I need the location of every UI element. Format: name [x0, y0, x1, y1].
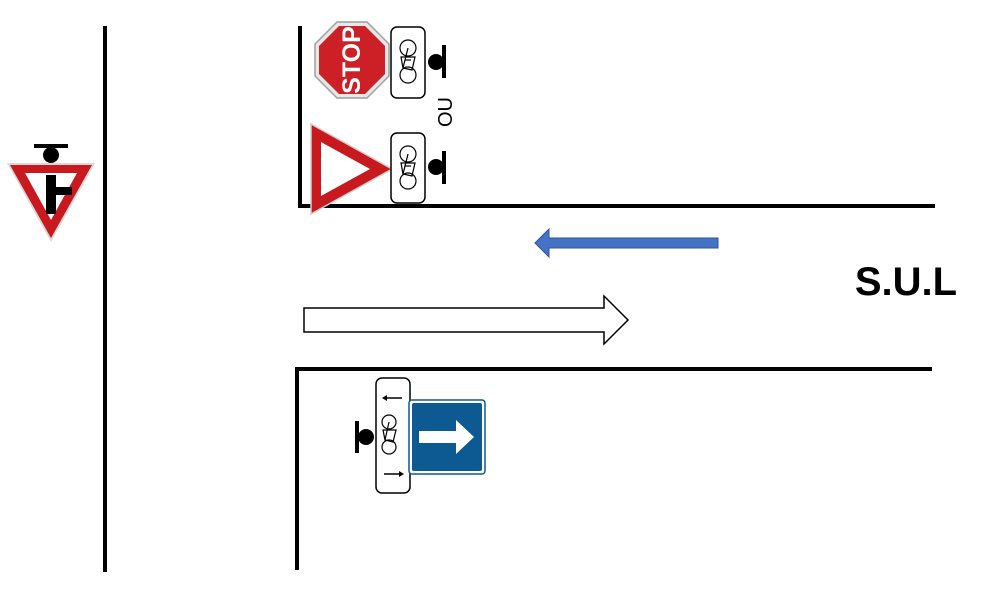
yield-sign-assembly: [310, 122, 446, 216]
side-road-upper-edge: [298, 26, 935, 208]
bicycle-subplate-yield: [390, 132, 426, 204]
bicycle-icon: [399, 145, 417, 190]
arrow-left-icon: [382, 395, 402, 401]
bicycle-icon: [381, 414, 397, 455]
stop-sign-assembly: STOP: [314, 21, 446, 99]
one-way-sign-post: [355, 421, 374, 453]
or-label: OU: [435, 97, 457, 127]
bicycle-subplate-stop: [390, 26, 426, 99]
bicycle-contraflow-arrow: [534, 227, 719, 259]
yield-priority-sign-assembly: [7, 144, 95, 242]
traffic-direction-arrow: [303, 294, 630, 346]
one-way-sign-assembly: [355, 377, 486, 494]
yield-sign-post: [428, 151, 446, 184]
one-way-sign-icon: [408, 399, 486, 475]
stop-sign-icon: STOP: [314, 21, 390, 99]
bicycle-contraflow-subplate: [375, 377, 411, 494]
zone-label: S.U.L: [855, 260, 957, 304]
stop-sign-post: [428, 45, 446, 78]
sign-post-dot: [43, 147, 59, 163]
side-road-lower-edge: [295, 367, 932, 570]
arrow-right-icon: [384, 471, 404, 477]
yield-sign-icon: [310, 122, 394, 216]
bicycle-icon: [399, 39, 417, 84]
yield-with-priority-road-icon: [7, 163, 95, 242]
stop-label: STOP: [338, 26, 366, 94]
